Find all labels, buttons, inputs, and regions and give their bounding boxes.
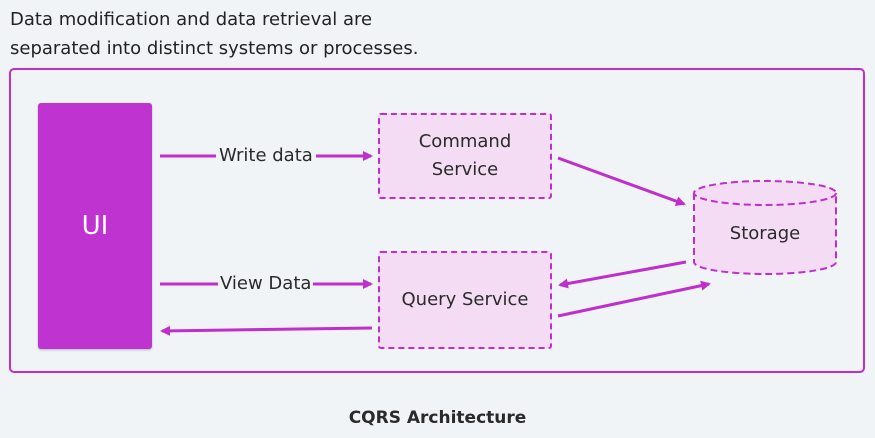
diagram-caption: CQRS Architecture [348,408,527,428]
query-to-ui-arrow [160,325,373,336]
write-data-label: Write data [217,145,315,166]
view-data-label: View Data [218,273,314,294]
storage-label: Storage [729,223,801,244]
intro-line-2: separated into distinct systems or proce… [10,38,419,59]
command-service-label-line-2: Service [431,159,499,180]
command-to-storage-arrow [557,156,686,206]
ui-component: UI [38,103,152,349]
query-service-box: Query Service [378,251,552,349]
command-service-box: Command Service [378,113,552,199]
ui-label: UI [81,211,109,241]
query-to-storage-arrow [557,280,711,318]
command-service-label-line-1: Command [418,131,512,152]
storage-cylinder [693,180,837,275]
diagram-frame [9,68,865,373]
intro-line-1: Data modification and data retrieval are [10,9,373,30]
storage-to-query-arrow [558,260,687,289]
intro-text: Data modification and data retrieval are… [10,5,530,63]
query-service-label: Query Service [401,289,529,310]
